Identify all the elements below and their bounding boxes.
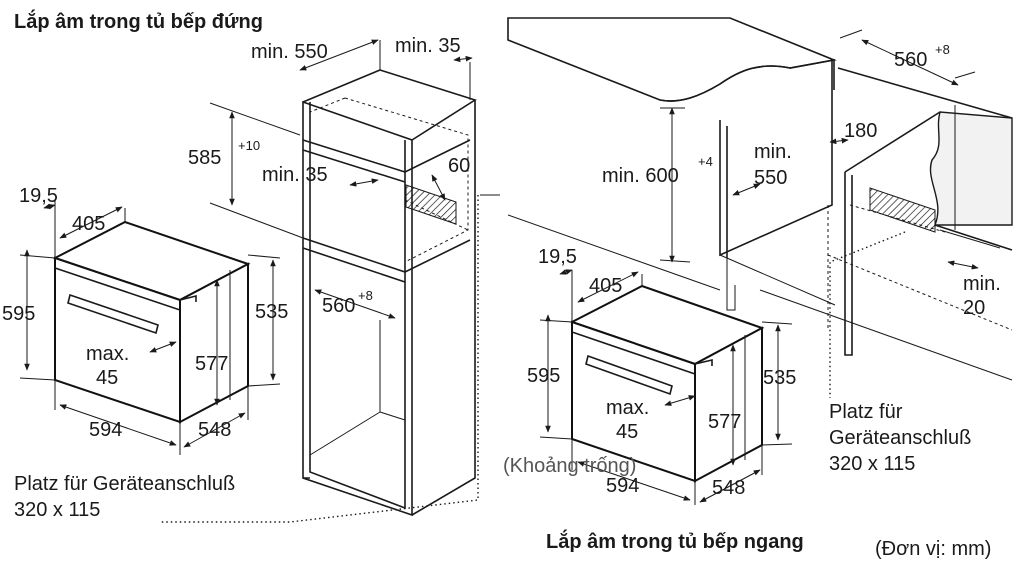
- gap-note: (Khoảng trống): [503, 455, 636, 477]
- width-label: 594: [89, 419, 122, 441]
- units-label: (Đơn vị: mm): [875, 538, 991, 560]
- tall-cabinet-drawing: [160, 39, 500, 523]
- width-tol-label: +8: [935, 42, 950, 57]
- max-value: 45: [96, 367, 118, 389]
- vent-min-label: min. 35: [262, 164, 328, 186]
- undercounter-drawing: [507, 17, 1013, 398]
- body-depth-label: 405: [72, 213, 105, 235]
- bottom-value-label: 20: [963, 297, 985, 319]
- height-tol-label: +10: [238, 138, 260, 153]
- width-main-label: 560: [322, 295, 355, 317]
- rear-gap-label: min. 35: [395, 35, 461, 57]
- depth-min-label: min. 550: [251, 41, 328, 63]
- height-label: 595: [2, 303, 35, 325]
- tall-cabinet-labels: Lắp âm trong tủ bếp đứng min. 550 min. 3…: [14, 9, 470, 521]
- front-offset-label: 19,5: [19, 185, 58, 207]
- side-height-label: 535: [763, 367, 796, 389]
- oven-left-drawing: [19, 200, 281, 455]
- inner-height-label: 577: [708, 411, 741, 433]
- inner-height-label: 577: [195, 353, 228, 375]
- height-main-label: 585: [188, 147, 221, 169]
- tall-cabinet-title: Lắp âm trong tủ bếp đứng: [14, 9, 263, 33]
- connection-size: 320 x 115: [14, 499, 100, 521]
- body-depth-label: 405: [589, 275, 622, 297]
- max-value: 45: [616, 421, 638, 443]
- height-min-label: min. 600: [602, 165, 679, 187]
- max-label: max.: [86, 343, 129, 365]
- front-offset-label: 19,5: [538, 246, 577, 268]
- width-label: 594: [606, 475, 639, 497]
- side-height-label: 535: [255, 301, 288, 323]
- vent-depth-label: 60: [448, 155, 470, 177]
- connection-size: 320 x 115: [829, 453, 915, 475]
- height-tol-label: +4: [698, 154, 713, 169]
- connection-label: Platz für Geräteanschluß: [14, 473, 235, 495]
- height-label: 595: [527, 365, 560, 387]
- connection-label-2: Geräteanschluß: [829, 427, 971, 449]
- max-label: max.: [606, 397, 649, 419]
- depth-value-label: 550: [754, 167, 787, 189]
- oven-right-drawing: [539, 269, 793, 505]
- undercounter-title: Lắp âm trong tủ bếp ngang: [546, 529, 804, 553]
- depth-label: 548: [712, 477, 745, 499]
- undercounter-labels: min. 600 +4 min. 550 180 560 +8 min. 20 …: [546, 42, 1001, 560]
- width-main-label: 560: [894, 49, 927, 71]
- bottom-min-label: min.: [963, 273, 1001, 295]
- depth-label: 548: [198, 419, 231, 441]
- oven-left-labels: 19,5 405 595 max. 45 577 535 594 548: [2, 185, 288, 441]
- connection-label: Platz für: [829, 401, 903, 423]
- gap-top-label: 180: [844, 120, 877, 142]
- depth-min-label: min.: [754, 141, 792, 163]
- width-tol-label: +8: [358, 288, 373, 303]
- oven-right-labels: 19,5 405 595 max. 45 577 535 594 548 (Kh…: [503, 246, 796, 499]
